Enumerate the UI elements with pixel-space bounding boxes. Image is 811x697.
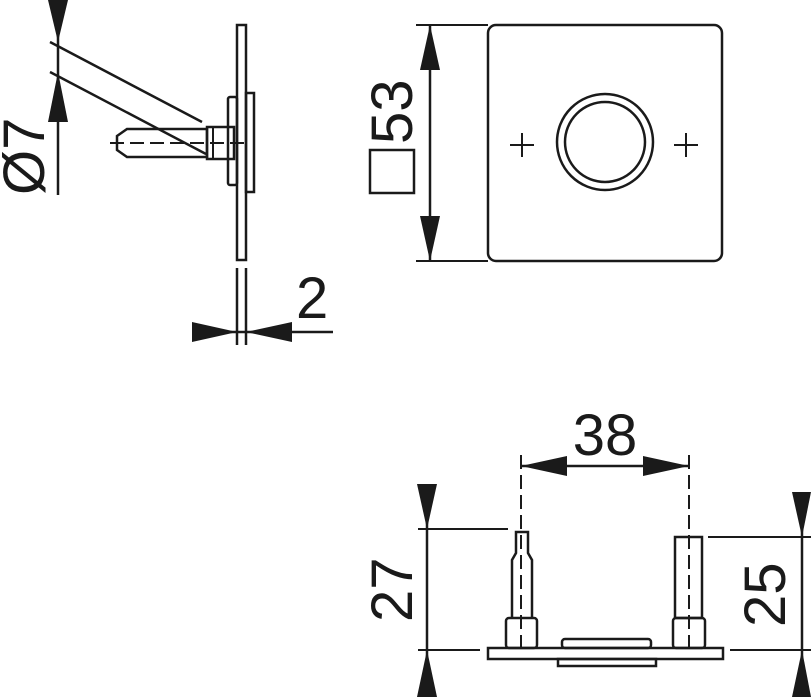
front-view: 53 (360, 23, 724, 263)
boss-front (226, 95, 239, 187)
arrow-right (192, 322, 237, 342)
rosette-ring-inner (563, 100, 647, 184)
square-symbol-icon (368, 148, 416, 195)
left-pin (510, 530, 534, 618)
arrow-down (48, 0, 68, 42)
arrow-up (48, 72, 68, 122)
center-bump (560, 637, 653, 650)
arrow-right (643, 456, 689, 476)
screw-mark-right (674, 133, 698, 157)
square-rosette (486, 23, 724, 263)
right-height-label: 25 (733, 562, 798, 627)
leader-line-top (49, 40, 203, 124)
screw-mark-left (510, 133, 534, 157)
arrow-up (417, 650, 437, 697)
arrow-down (792, 492, 811, 537)
rosette-ring-outer (555, 92, 655, 192)
arrow-left (246, 322, 292, 342)
thickness-label: 2 (296, 266, 328, 331)
arrow-left (521, 456, 567, 476)
arrow-down (417, 484, 437, 529)
bottom-view: 38 27 25 (360, 403, 811, 697)
base-plate (486, 646, 725, 661)
side-view: Ø7 2 (0, 0, 333, 345)
spacing-label: 38 (573, 403, 638, 468)
size-label: 53 (360, 79, 425, 144)
diameter-label: Ø7 (0, 118, 57, 195)
under-plate (556, 657, 658, 668)
left-height-label: 27 (360, 557, 425, 622)
boss-back (244, 91, 256, 194)
arrow-up (792, 650, 811, 697)
leader-line-bottom (49, 70, 207, 156)
arrow-down (420, 216, 440, 261)
arrow-up (420, 25, 440, 70)
